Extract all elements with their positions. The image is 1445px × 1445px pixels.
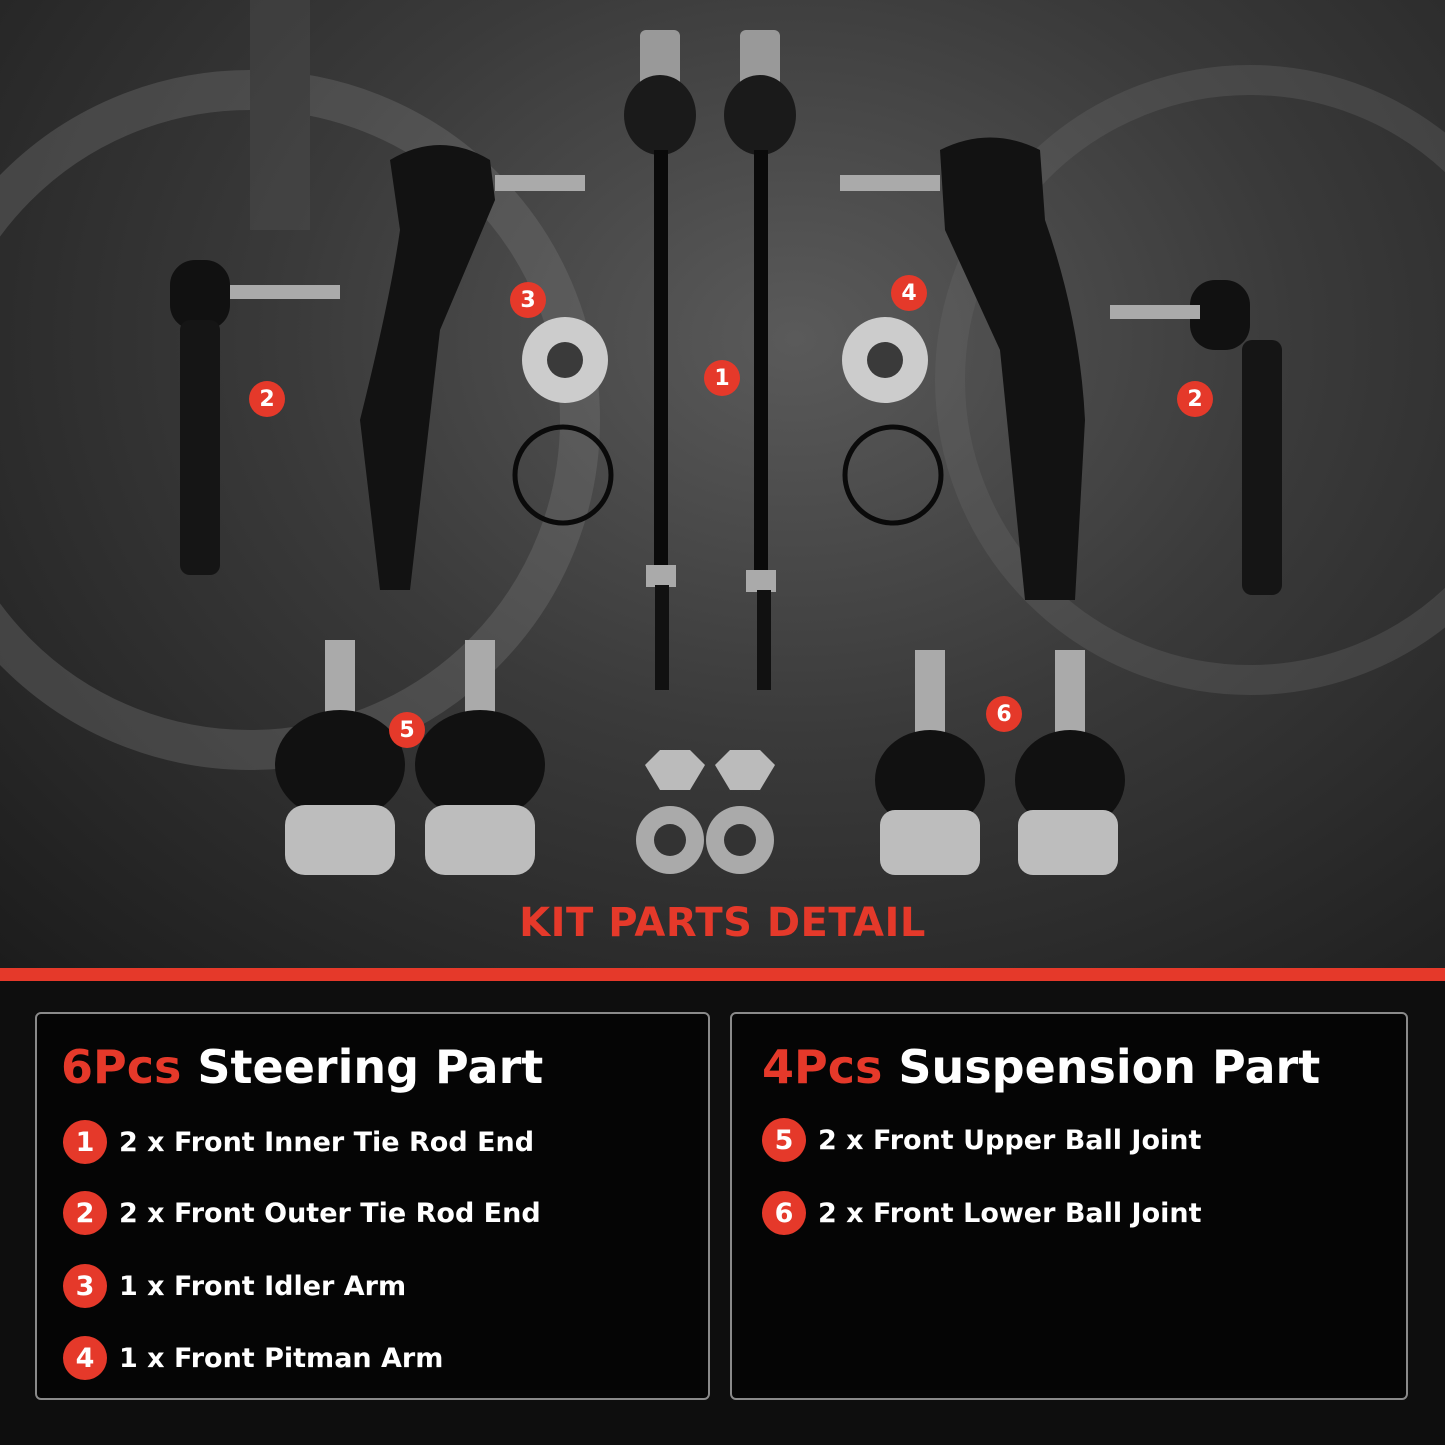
steering-item: 1 2 x Front Inner Tie Rod End [63,1120,534,1164]
suspension-item: 5 2 x Front Upper Ball Joint [762,1118,1201,1162]
item-label: 2 x Front Lower Ball Joint [818,1197,1202,1229]
accent-divider [0,968,1445,981]
steering-panel: 6Pcs Steering Part 1 2 x Front Inner Tie… [35,1012,710,1400]
suspension-heading: 4Pcs Suspension Part [762,1040,1320,1094]
outer-tie-rod-right [1110,280,1282,595]
steering-count: 6Pcs [61,1040,182,1094]
item-number-badge: 4 [63,1336,107,1380]
item-number-badge: 6 [762,1191,806,1235]
item-number-badge: 5 [762,1118,806,1162]
callout-badge-5: 5 [389,712,425,748]
product-photo: 1 2 2 3 4 5 6 KIT PARTS DETAIL [0,0,1445,968]
suspension-title: Suspension Part [898,1040,1321,1094]
steering-item: 3 1 x Front Idler Arm [63,1264,406,1308]
lower-ball-joints [875,650,1125,875]
steering-item: 2 2 x Front Outer Tie Rod End [63,1191,541,1235]
callout-badge-4: 4 [891,275,927,311]
suspension-panel: 4Pcs Suspension Part 5 2 x Front Upper B… [730,1012,1408,1400]
suspension-count: 4Pcs [762,1040,883,1094]
item-number-badge: 1 [63,1120,107,1164]
item-label: 2 x Front Inner Tie Rod End [119,1126,535,1158]
steering-title: Steering Part [197,1040,544,1094]
idler-arm [360,145,585,590]
callout-badge-2-right: 2 [1177,381,1213,417]
callout-badge-1: 1 [704,360,740,396]
item-number-badge: 3 [63,1264,107,1308]
parts-illustration [0,0,1445,875]
suspension-item: 6 2 x Front Lower Ball Joint [762,1191,1202,1235]
inner-tie-rod-left [624,30,696,690]
item-label: 2 x Front Outer Tie Rod End [119,1197,541,1229]
callout-badge-2-left: 2 [249,381,285,417]
item-label: 1 x Front Pitman Arm [119,1342,444,1374]
steering-heading: 6Pcs Steering Part [61,1040,543,1094]
pitman-arm [840,137,1085,600]
item-label: 2 x Front Upper Ball Joint [818,1124,1202,1156]
item-number-badge: 2 [63,1191,107,1235]
kit-parts-title: KIT PARTS DETAIL [519,900,926,946]
callout-badge-6: 6 [986,696,1022,732]
item-label: 1 x Front Idler Arm [119,1270,407,1302]
callout-badge-3: 3 [510,282,546,318]
outer-tie-rod-left [170,260,340,575]
steering-item: 4 1 x Front Pitman Arm [63,1336,443,1380]
inner-tie-rod-right [724,30,796,690]
upper-ball-joints [275,640,545,875]
